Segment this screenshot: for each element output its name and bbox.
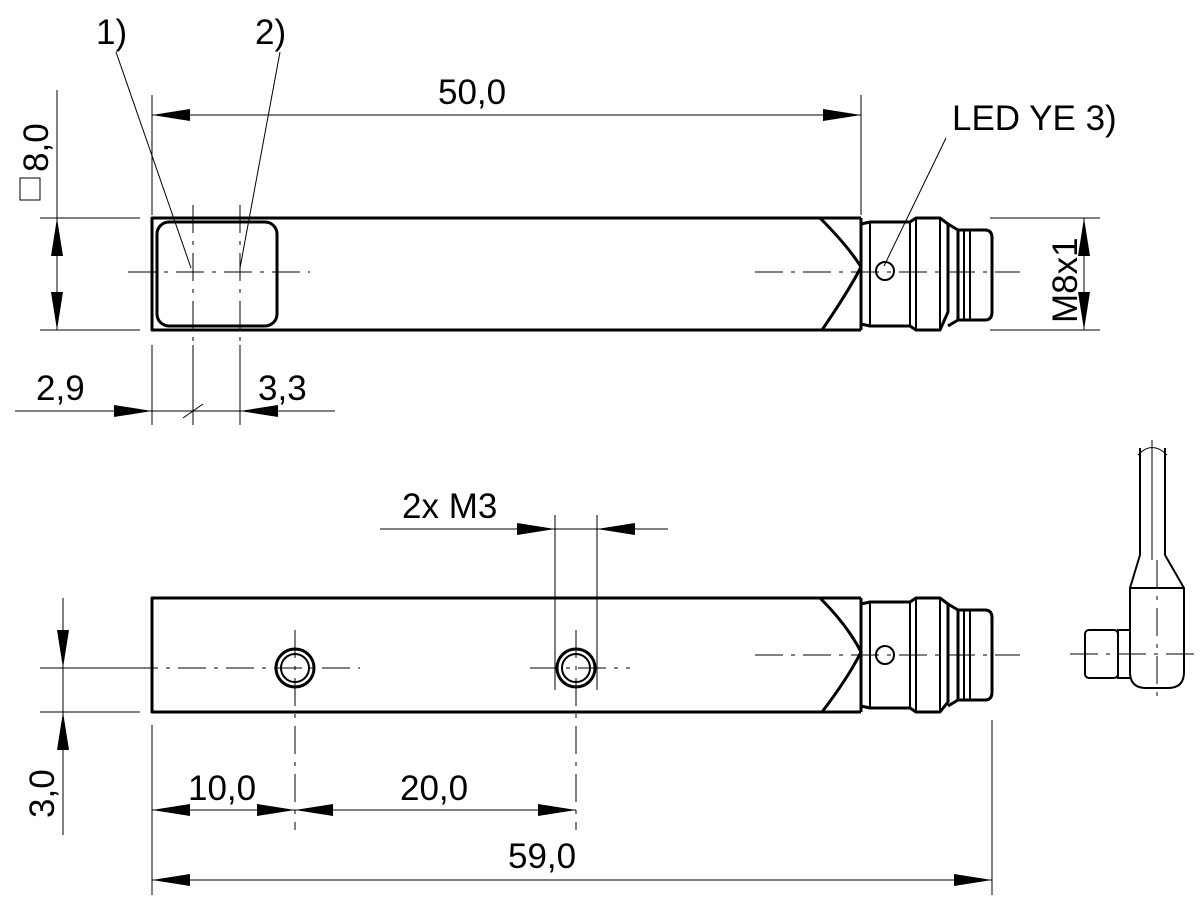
side-body-outline	[150, 596, 863, 714]
dimension-thread: M8x1	[1046, 237, 1085, 323]
angled-connector-detail	[1070, 440, 1200, 700]
leader-1	[115, 51, 192, 269]
callout-1: 1)	[96, 13, 127, 52]
top-connector	[860, 216, 994, 332]
side-view	[40, 515, 1020, 895]
dimension-length-59: 59,0	[508, 837, 576, 876]
dimension-square-8: 8,0	[17, 123, 56, 172]
callout-led: LED YE 3)	[952, 99, 1117, 138]
dimension-height-3: 3,0	[23, 769, 62, 818]
top-view	[15, 51, 1100, 425]
callout-2: 2)	[255, 13, 286, 52]
leader-led	[883, 137, 947, 267]
dimension-holes: 2x M3	[402, 487, 497, 526]
dimension-hole-20: 20,0	[400, 769, 468, 808]
leader-2	[239, 51, 281, 269]
dimension-offset-3-3: 3,3	[258, 369, 307, 408]
led-indicator	[875, 261, 895, 281]
dimension-length-50: 50,0	[438, 73, 506, 112]
dimension-hole-10: 10,0	[188, 769, 256, 808]
sensing-window	[155, 220, 279, 328]
top-body-outline	[150, 216, 863, 332]
dimension-offset-2-9: 2,9	[36, 369, 85, 408]
square-symbol	[19, 177, 41, 201]
